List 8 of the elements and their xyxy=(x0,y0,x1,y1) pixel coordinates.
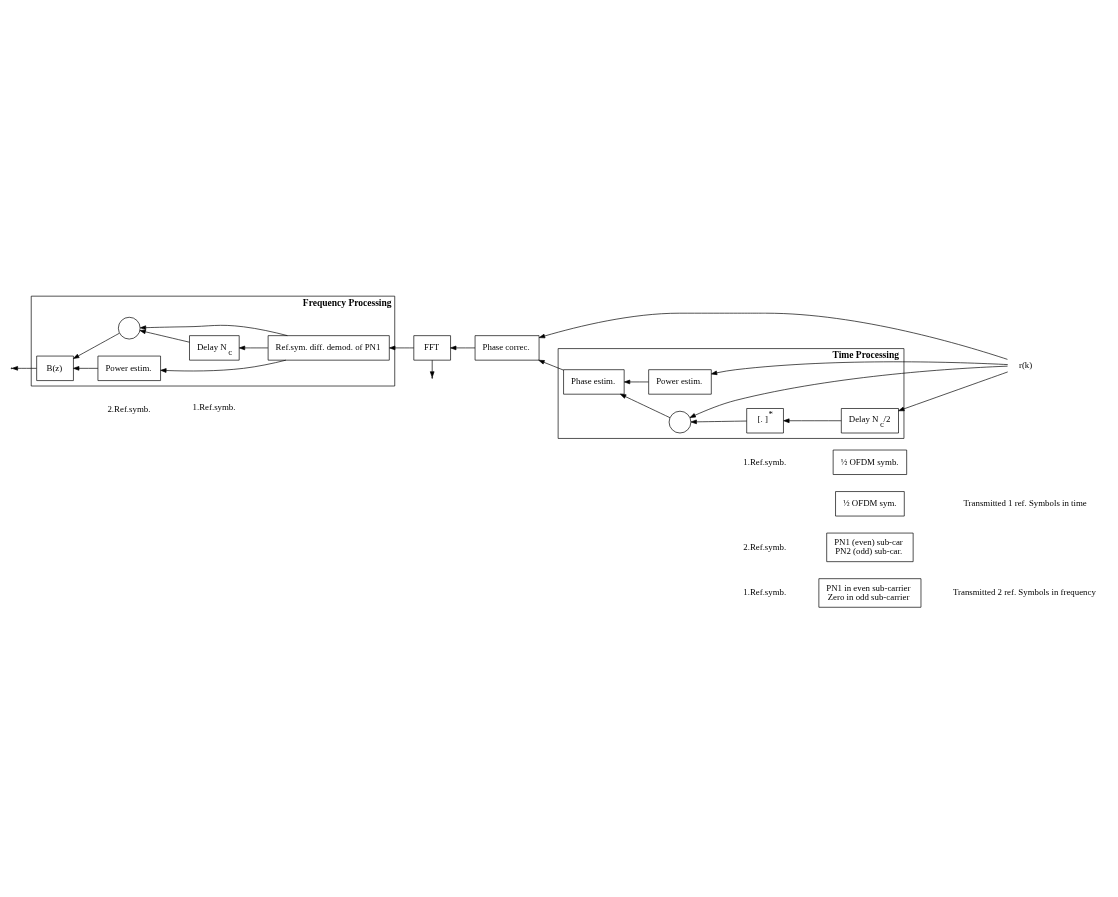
label: 2.Ref.symb. xyxy=(107,403,151,414)
label: Transmitted 2 ref. Symbols in frequency xyxy=(952,586,1096,597)
node-text: r(k) xyxy=(1019,359,1033,370)
label: 2.Ref.symb. xyxy=(743,541,787,552)
label: 1.Ref.symb. xyxy=(743,586,787,597)
label: 1.Ref.symb. xyxy=(743,456,787,467)
label: 1.Ref.symb. xyxy=(192,401,236,412)
label: Transmitted 1 ref. Symbols in time xyxy=(963,497,1087,508)
